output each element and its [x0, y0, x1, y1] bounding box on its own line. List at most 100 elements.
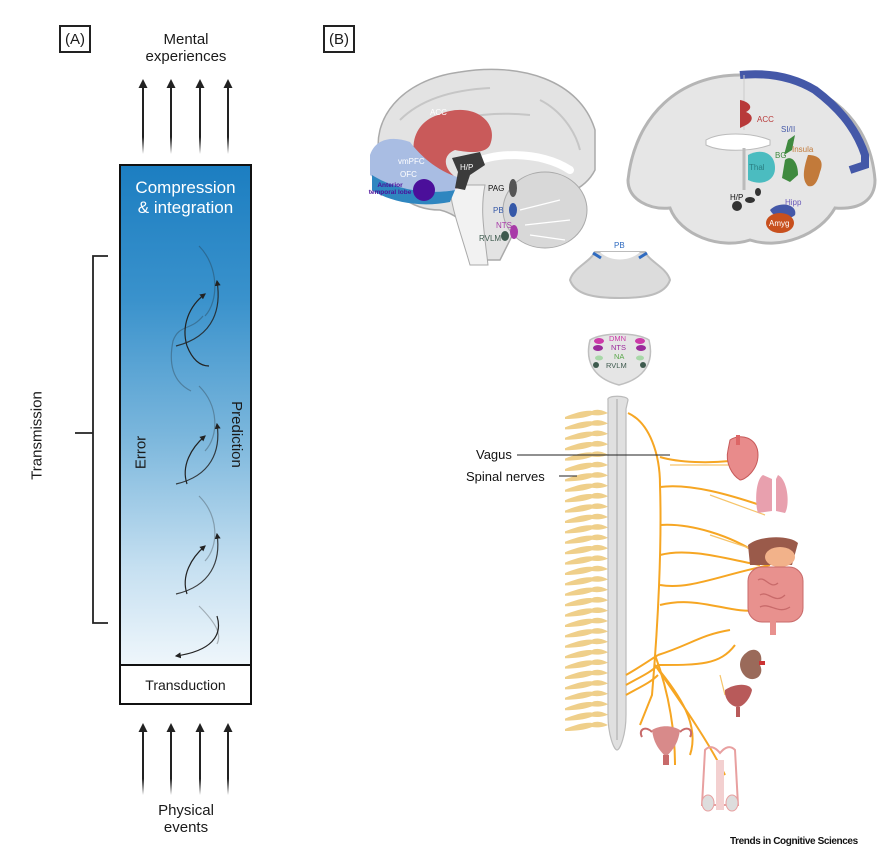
kidney-icon: [740, 649, 765, 680]
spinal-nerve-ganglion: [565, 430, 608, 440]
uterus-icon: [639, 726, 693, 765]
coronal-acc-region: [740, 100, 752, 128]
medulla-rvlm-label: RVLM: [606, 361, 627, 370]
pb-label: PB: [493, 206, 504, 215]
spinal-nerve-ganglion: [565, 617, 608, 627]
mental-experiences-line1: Mental: [163, 31, 209, 48]
amyg-label: Amyg: [769, 219, 789, 228]
nts-label: NTS: [496, 221, 512, 230]
na-label: NA: [614, 352, 624, 361]
spinal-nerve-ganglion: [565, 596, 608, 607]
male-reproductive-icon: [700, 746, 740, 812]
spinal-nerve-ganglion: [565, 492, 608, 503]
prediction-label: Prediction: [228, 401, 245, 468]
physical-events-line2: events: [163, 819, 209, 836]
si-ii-label: SI/II: [781, 125, 795, 134]
transmission-bracket: [75, 255, 108, 624]
amygdala-region: [766, 213, 794, 233]
spinal-nerve-ganglion: [565, 648, 608, 659]
journal-credit: Trends in Cognitive Sciences: [730, 836, 858, 847]
spinal-nerve-ganglion: [565, 721, 608, 731]
arrow-up-icon: [138, 79, 148, 154]
physical-events-line1: Physical: [158, 802, 214, 819]
bg-label: BG: [775, 151, 787, 160]
spinal-nerve-ganglion: [565, 409, 608, 419]
processing-box: Compression & integration Error P: [119, 164, 252, 705]
rvlm-label: RVLM: [479, 234, 501, 243]
error-label: Error: [132, 435, 150, 470]
coronal-hp-region: [732, 201, 742, 211]
vmpfc-label: vmPFC: [398, 157, 425, 166]
arrow-up-icon: [166, 723, 176, 795]
spinal-nerve-ganglion: [565, 472, 608, 482]
dmn-label: DMN: [609, 334, 626, 343]
arrow-up-icon: [223, 79, 233, 154]
arrow-up-icon: [166, 79, 176, 154]
spinal-nerve-ganglion: [565, 451, 608, 461]
compression-title-line1: Compression: [135, 178, 236, 197]
compression-title-line2: & integration: [137, 198, 234, 217]
arrow-up-icon: [223, 723, 233, 795]
output-arrows: [138, 79, 233, 154]
vagus-label: Vagus: [476, 447, 512, 462]
spinal-nerves-label: Spinal nerves: [466, 469, 545, 484]
pons-section-illustration: PB: [568, 241, 672, 300]
mental-experiences-line2: experiences: [145, 48, 227, 65]
pons-pb-label: PB: [614, 241, 625, 250]
arrow-up-icon: [195, 723, 205, 795]
spinal-nerve-ganglion: [565, 524, 608, 534]
nts-region: [510, 225, 518, 239]
heart-icon: [726, 435, 759, 481]
spinal-nerve-ganglion: [565, 669, 608, 679]
anterior-temporal-lobe-region: [413, 179, 435, 201]
mental-experiences-label: Mental experiences: [130, 31, 242, 65]
spinal-nerve-ganglion: [565, 638, 608, 648]
spinal-nerve-ganglion: [565, 700, 608, 711]
digestive-organs-icon: [747, 537, 804, 635]
spinal-nerve-ganglion: [565, 461, 608, 471]
spinal-nerve-ganglion: [565, 503, 608, 513]
spinal-nerve-ganglion: [565, 555, 608, 565]
panel-a-label: (A): [59, 25, 91, 53]
spinal-cord-and-nerves: [565, 395, 804, 812]
thal-label: Thal: [749, 163, 765, 172]
medulla-section-illustration: DMN NTS NA RVLM: [587, 333, 652, 386]
spinal-nerve-ganglion: [565, 565, 608, 575]
sagittal-brain-illustration: ACC vmPFC OFC H/P PAG PB NTS RVLM: [370, 68, 596, 266]
spinal-nerve-ganglion: [565, 711, 608, 721]
callout-lines: [517, 454, 670, 477]
spinal-nerve-ganglion: [565, 420, 608, 430]
spinal-nerve-ganglion: [565, 482, 608, 492]
ofc-region: [372, 175, 455, 205]
bg-region: [784, 135, 795, 155]
cerebellum-icon: [502, 171, 588, 249]
medulla-nts-label: NTS: [611, 343, 626, 352]
spinal-nerve-ganglion: [565, 586, 608, 596]
spinal-nerve-ganglion: [565, 607, 608, 617]
pb-region: [509, 203, 517, 217]
spinal-nerve-ganglion: [565, 628, 608, 638]
input-arrows: [138, 723, 233, 795]
rvlm-region: [501, 231, 509, 241]
spinal-nerve-ganglia: [565, 409, 608, 731]
spinal-cord: [607, 395, 629, 751]
spinal-nerve-ganglion: [565, 440, 608, 451]
acc-label: ACC: [430, 108, 447, 117]
bladder-icon: [724, 684, 752, 717]
coronal-hp-label: H/P: [730, 193, 743, 202]
vmpfc-region: [370, 138, 460, 193]
hp-label: H/P: [460, 163, 473, 172]
lungs-icon: [756, 475, 788, 513]
si-ii-region: [739, 70, 869, 174]
physical-events-label: Physical events: [130, 802, 242, 836]
transduction-box: Transduction: [121, 664, 250, 703]
insula-label: Insula: [792, 145, 814, 154]
insula-region: [803, 155, 822, 187]
brainstem-icon: [449, 184, 489, 266]
anterior-temporal-lobe-label: Anterior temporal lobe: [368, 182, 412, 196]
spinal-nerve-ganglion: [565, 576, 608, 586]
panel-b-label: (B): [323, 25, 355, 53]
hp-region: [452, 152, 485, 190]
thalamus-region: [748, 151, 775, 183]
spinal-nerve-ganglion: [565, 534, 608, 544]
